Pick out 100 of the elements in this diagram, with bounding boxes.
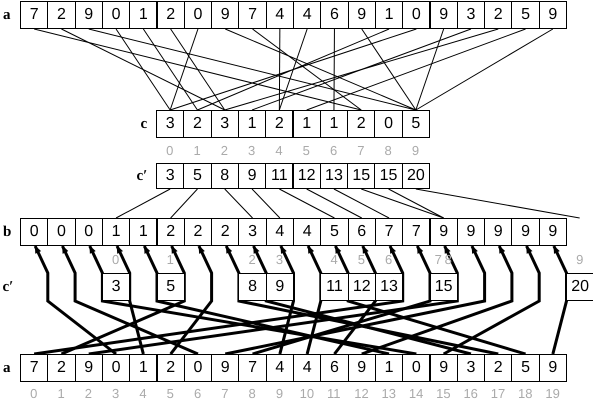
index-label: 0 (112, 252, 120, 266)
index-label: 1 (193, 144, 201, 156)
index-label: 1 (166, 252, 174, 266)
array-cell: 0 (102, 354, 130, 382)
index-label: 3 (248, 144, 256, 156)
array-cell: 8 (210, 163, 239, 189)
index-label: 15 (436, 386, 451, 400)
connector-line (361, 28, 416, 110)
array-cell: 9 (538, 218, 567, 246)
array-cell: 9 (430, 1, 458, 29)
index-label: 2 (248, 252, 256, 266)
array-cell: 3 (210, 110, 239, 138)
connector-line (415, 188, 580, 218)
array-cell: 4 (293, 1, 322, 29)
arrow (34, 245, 117, 356)
array-cell: 2 (183, 110, 212, 138)
array-cell: 11 (265, 163, 294, 189)
connector-line (170, 28, 226, 110)
array-cell: 8 (238, 273, 267, 301)
array-cell: 2 (156, 218, 185, 246)
array-cell: 12 (348, 273, 376, 301)
connector-line (278, 188, 335, 218)
connector-line (170, 28, 417, 110)
array-cell: 2 (484, 354, 512, 382)
array-cell: 9 (266, 273, 294, 301)
array-cell: 5 (156, 273, 185, 301)
index-label: 18 (518, 386, 533, 400)
index-label: 1 (57, 386, 65, 400)
index-label: 9 (412, 144, 420, 156)
index-label: 13 (382, 386, 396, 400)
array-cell: 9 (211, 1, 240, 29)
array-cell: 6 (320, 1, 349, 29)
index-label: 0 (30, 386, 38, 400)
index-label: 14 (408, 386, 424, 400)
index-label: 5 (358, 252, 365, 266)
array-cell: 0 (102, 1, 130, 29)
connector-line (224, 188, 254, 218)
index-label: 7 (221, 386, 228, 400)
array-cell: 2 (47, 1, 76, 29)
array-cell: 5 (183, 163, 212, 189)
index-label: 0 (166, 144, 174, 156)
connector-line (196, 28, 390, 110)
connector-line (333, 188, 390, 218)
array-cell: 2 (211, 218, 240, 246)
index-label: 16 (463, 386, 478, 400)
connector-line (252, 188, 280, 218)
arrow (361, 245, 514, 356)
index-label: 19 (545, 386, 560, 400)
index-label: 7 (357, 144, 364, 156)
connector-line (116, 188, 171, 218)
array-cell: 1 (102, 218, 130, 246)
index-label: 4 (330, 252, 338, 266)
array-cell: 1 (129, 1, 158, 29)
index-label: 10 (300, 386, 314, 400)
arrow (334, 245, 526, 356)
array-cell: 2 (265, 110, 294, 138)
array-cell: 1 (129, 354, 158, 382)
array-cell: 3 (156, 110, 184, 138)
array-cell: 2 (47, 354, 76, 382)
array-cell: 4 (293, 354, 322, 382)
array-cell: 20 (566, 273, 593, 301)
array-cell: 1 (320, 110, 348, 138)
array-cell: 0 (74, 218, 103, 246)
connector-line (170, 188, 198, 218)
arrow (278, 245, 295, 354)
index-label: 11 (326, 386, 340, 400)
connector-line (116, 28, 171, 110)
array-cell: 7 (20, 354, 48, 382)
array-cell: 9 (348, 1, 376, 29)
index-label: 2 (220, 144, 228, 156)
arrow (143, 245, 390, 356)
arrow (34, 245, 404, 356)
connector-line (170, 28, 198, 110)
index-label: 8 (248, 386, 256, 400)
array-name: a (3, 360, 10, 376)
array-cell: 2 (156, 1, 185, 29)
index-label: 4 (275, 144, 283, 156)
array-cell: 9 (430, 354, 458, 382)
array-cell: 13 (374, 273, 404, 301)
array-cell: 0 (184, 354, 212, 382)
array-cell: 12 (292, 163, 321, 189)
connector-line (415, 28, 444, 110)
array-cell: 0 (402, 354, 430, 382)
array-cell: 9 (538, 1, 567, 29)
array-cell: 4 (266, 1, 294, 29)
array-cell: 2 (156, 354, 185, 382)
connector-line (306, 28, 526, 110)
array-cell: 5 (511, 1, 540, 29)
connector-line (88, 28, 416, 110)
array-cell: 0 (184, 1, 212, 29)
array-cell: 13 (320, 163, 348, 189)
array-cell: 7 (20, 1, 48, 29)
array-cell: 1 (238, 110, 266, 138)
array-cell: 9 (538, 354, 567, 382)
index-label: 5 (302, 144, 310, 156)
index-label: 3 (276, 252, 284, 266)
connector-line (278, 28, 280, 110)
array-cell: 1 (292, 110, 321, 138)
array-cell: 9 (74, 354, 103, 382)
array-cell: 0 (374, 110, 403, 138)
